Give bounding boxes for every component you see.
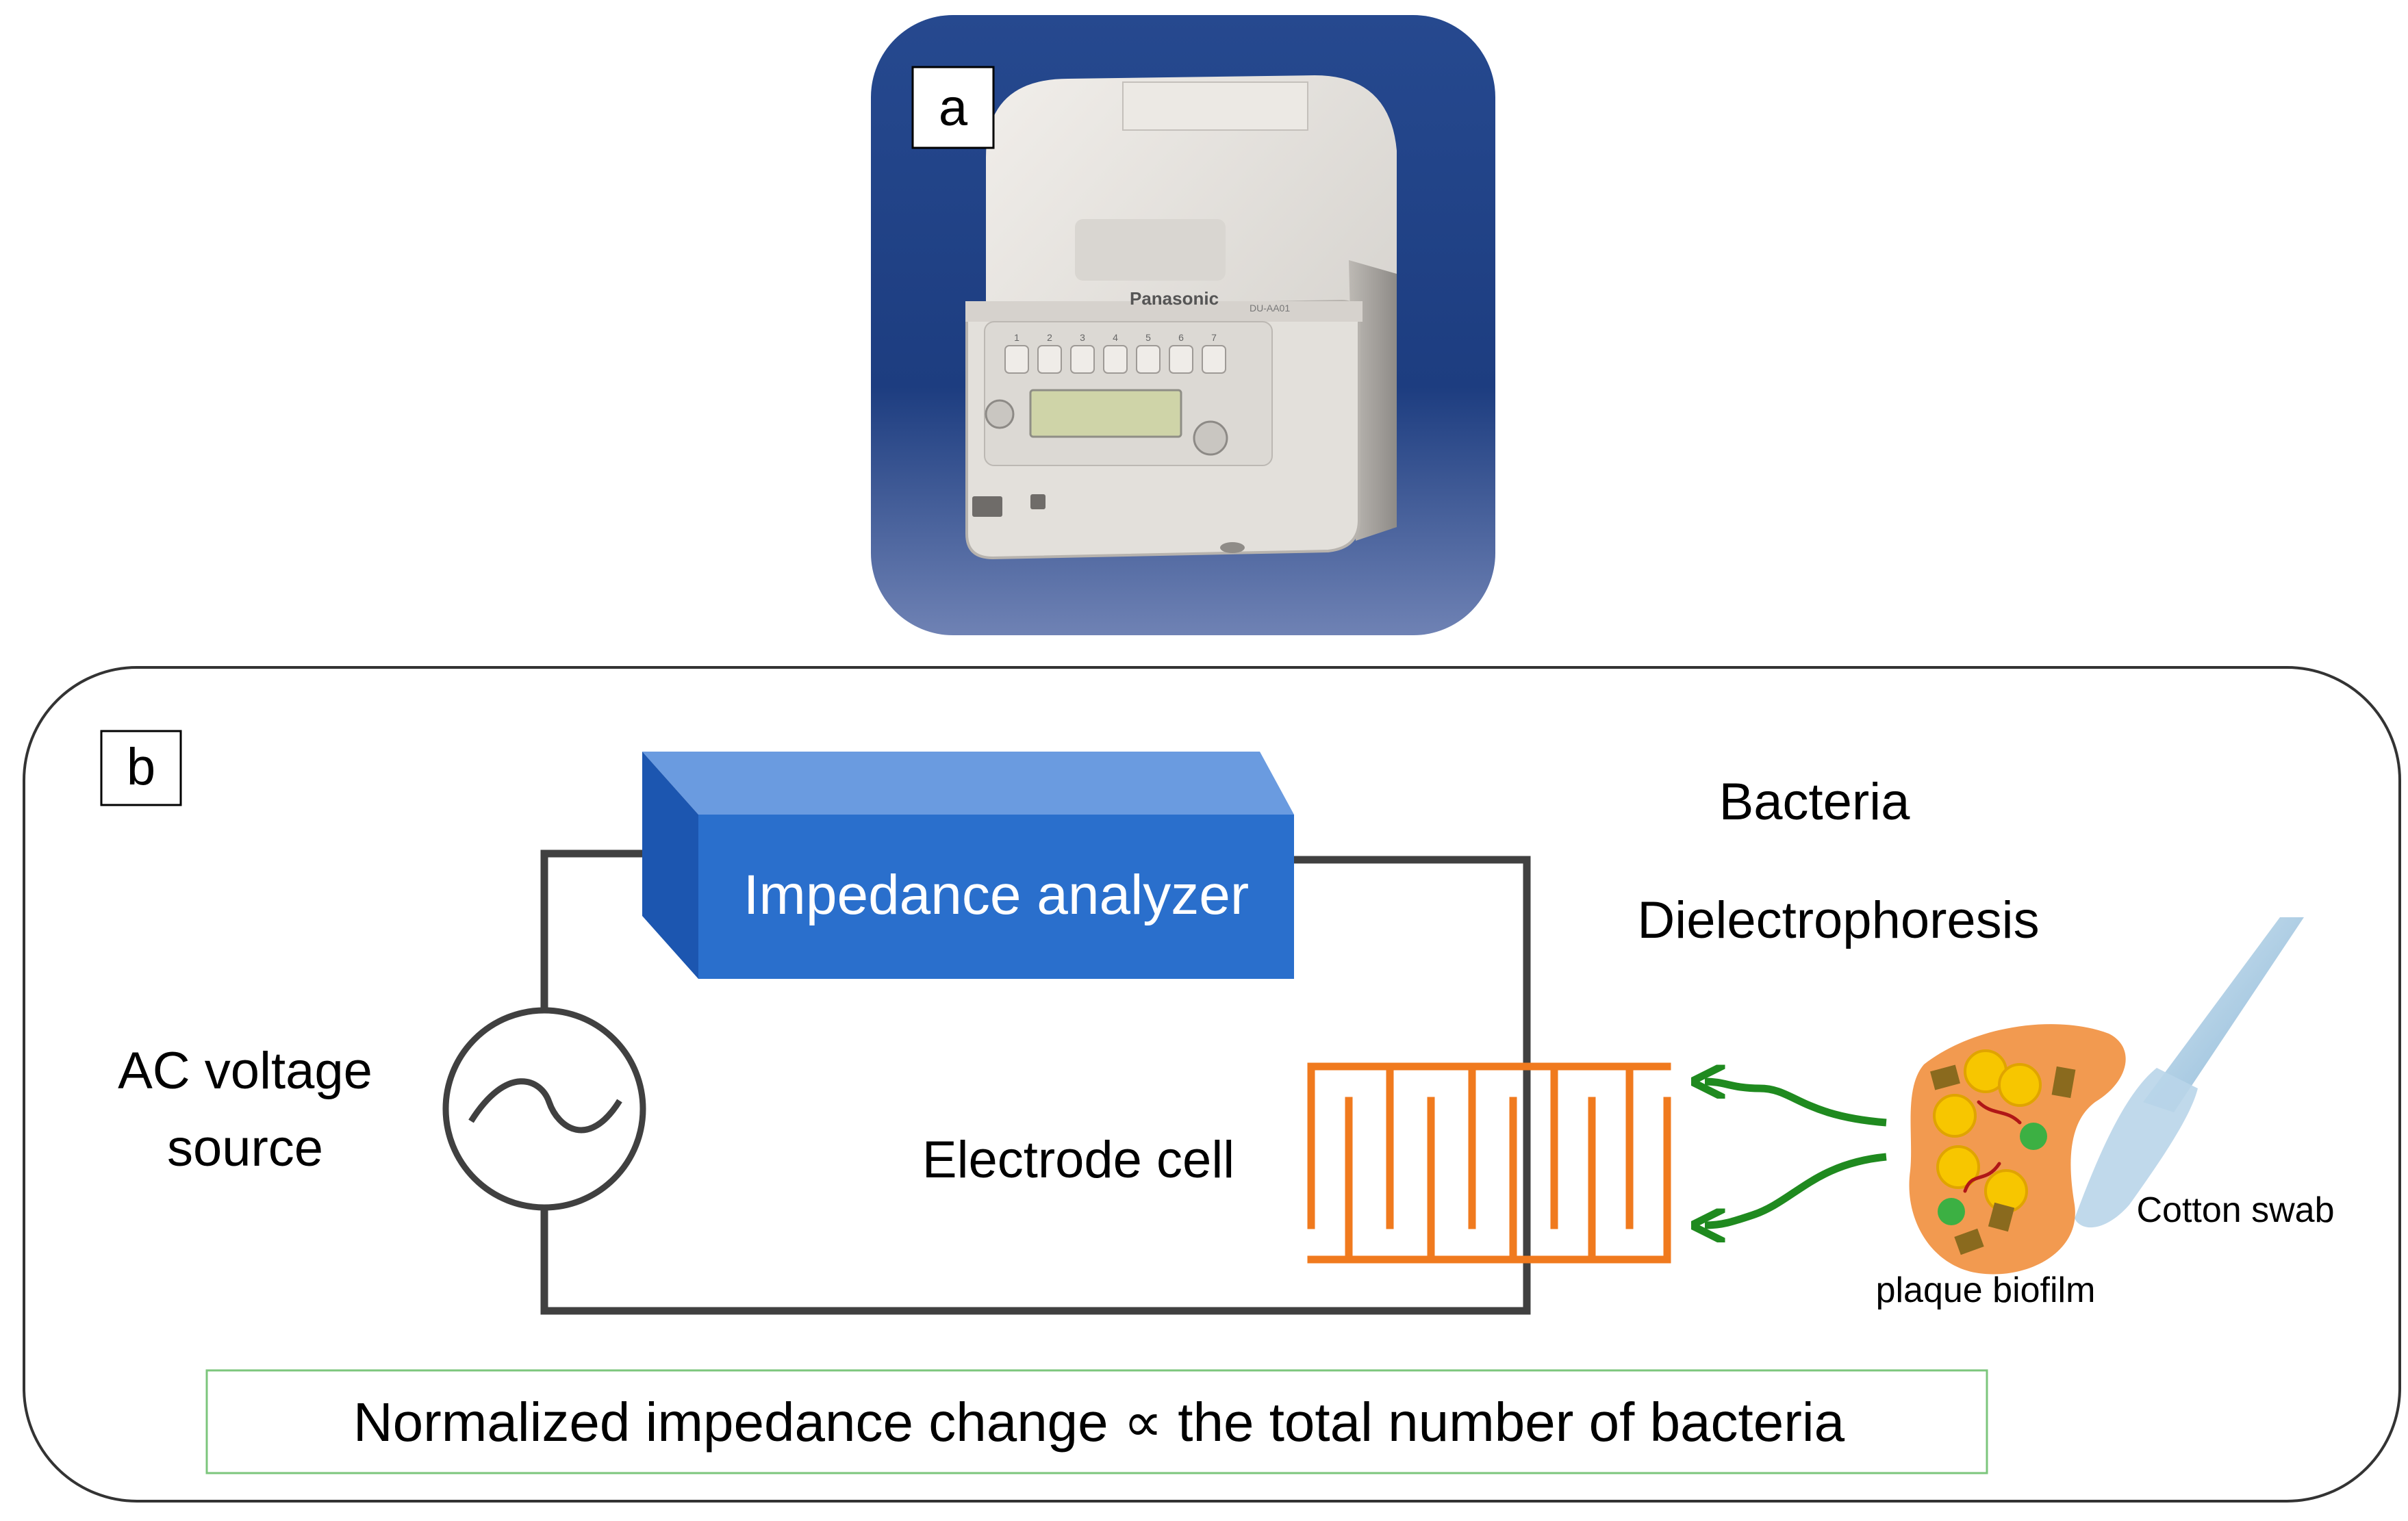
device-start-knob	[1193, 420, 1228, 456]
ac-source-label-line2: source	[167, 1119, 323, 1177]
impedance-analyzer-label: Impedance analyzer	[744, 864, 1249, 926]
panel-a: Panasonic DU-AA01 1 2 3 4 5 6 7	[871, 15, 1495, 635]
dep-arrows	[1705, 1082, 1887, 1225]
device-button-number: 2	[1047, 332, 1052, 343]
device-button-number: 3	[1080, 332, 1085, 343]
dielectrophoresis-label: Dielectrophoresis	[1637, 891, 2039, 949]
device-usb-port	[972, 496, 1002, 517]
device-model: DU-AA01	[1250, 303, 1290, 314]
panel-b-label-box	[100, 730, 182, 806]
ac-source-symbol	[442, 1007, 646, 1211]
electrode-cell-label: Electrode cell	[922, 1131, 1234, 1189]
device-lid-recess	[1075, 219, 1226, 281]
device-button-number: 1	[1014, 332, 1019, 343]
device-button-number: 6	[1178, 332, 1184, 343]
upper-green-arrow	[1705, 1082, 1887, 1127]
bacteria-counter-device: Panasonic DU-AA01 1 2 3 4 5 6 7	[965, 75, 1397, 560]
device-lcd-display	[1029, 389, 1182, 438]
device-button-number: 4	[1113, 332, 1118, 343]
panel-b: b AC voltage source Impedance analyzer	[23, 666, 2401, 1503]
circuit-wires	[540, 849, 1531, 1315]
interdigitated-electrode	[1307, 1062, 1671, 1264]
device-brand: Panasonic	[1130, 288, 1219, 309]
panel-b-frame	[23, 666, 2401, 1503]
panel-a-label: a	[939, 79, 968, 137]
panel-b-label: b	[127, 738, 155, 796]
equation-box	[205, 1369, 1988, 1474]
bacteria-cells	[1933, 1049, 2042, 1213]
device-button-number: 5	[1145, 332, 1151, 343]
device-dc-port	[1030, 494, 1045, 509]
equation-text: Normalized impedance change ∝ the total …	[353, 1392, 1845, 1453]
cotton-swab	[2075, 917, 2304, 1228]
ac-source-label-line1: AC voltage	[118, 1042, 372, 1100]
device-button-number: 7	[1211, 332, 1217, 343]
impedance-analyzer-block	[642, 752, 1294, 979]
bacteria-label: Bacteria	[1719, 773, 1911, 831]
plaque-biofilm-label: plaque biofilm	[1876, 1270, 2096, 1310]
device-face-buttons	[1004, 345, 1226, 374]
device-label-sticker	[1122, 81, 1308, 131]
device-power-knob	[985, 399, 1015, 429]
panel-a-label-box	[911, 66, 995, 149]
plaque-biofilm	[1909, 1024, 2126, 1275]
cotton-swab-label: Cotton swab	[2136, 1190, 2334, 1230]
lower-green-arrow	[1705, 1153, 1887, 1225]
